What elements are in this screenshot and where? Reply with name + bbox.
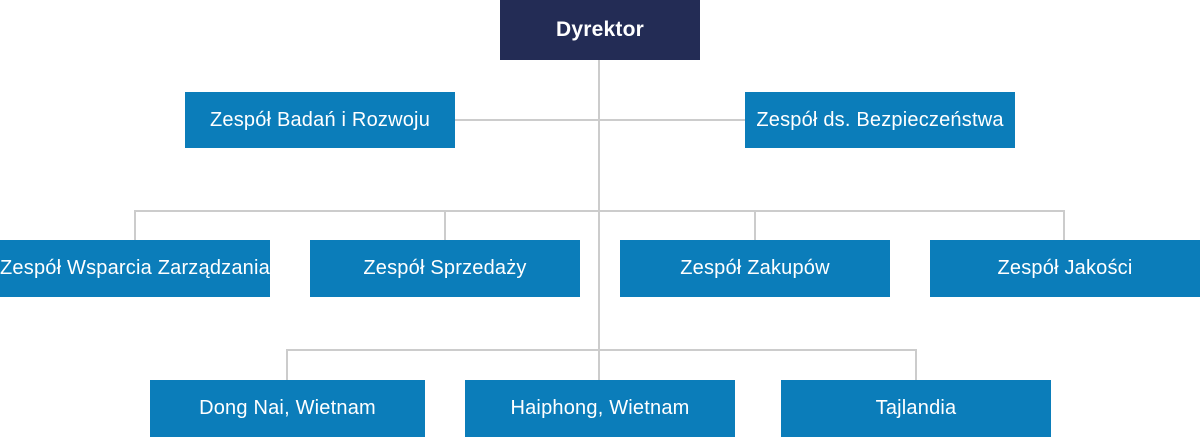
connector-level3-drop-2 bbox=[444, 210, 446, 240]
org-node-zespol-badan-i-rozwoju: Zespół Badań i Rozwoju bbox=[185, 92, 455, 148]
connector-level3-drop-4 bbox=[1063, 210, 1065, 240]
org-node-dong-nai-wietnam: Dong Nai, Wietnam bbox=[150, 380, 425, 437]
org-node-zespol-ds-bezpieczenstwa: Zespół ds. Bezpieczeństwa bbox=[745, 92, 1015, 148]
org-node-tajlandia: Tajlandia bbox=[781, 380, 1051, 437]
org-node-dyrektor: Dyrektor bbox=[500, 0, 700, 60]
connector-center-spine bbox=[598, 60, 600, 380]
connector-level3-drop-3 bbox=[754, 210, 756, 240]
org-node-haiphong-wietnam: Haiphong, Wietnam bbox=[465, 380, 735, 437]
connector-level4-drop-3 bbox=[915, 349, 917, 380]
org-node-zespol-zakupow: Zespół Zakupów bbox=[620, 240, 890, 297]
connector-level3-drop-1 bbox=[134, 210, 136, 240]
org-node-zespol-sprzedazy: Zespół Sprzedaży bbox=[310, 240, 580, 297]
connector-level4-drop-1 bbox=[286, 349, 288, 380]
org-node-zespol-wsparcia-zarzadzania: Zespół Wsparcia Zarządzania bbox=[0, 240, 270, 297]
connector-level2-rail bbox=[455, 119, 745, 121]
connector-level4-rail bbox=[286, 349, 917, 351]
org-node-zespol-jakosci: Zespół Jakości bbox=[930, 240, 1200, 297]
connector-level3-rail bbox=[135, 210, 1065, 212]
